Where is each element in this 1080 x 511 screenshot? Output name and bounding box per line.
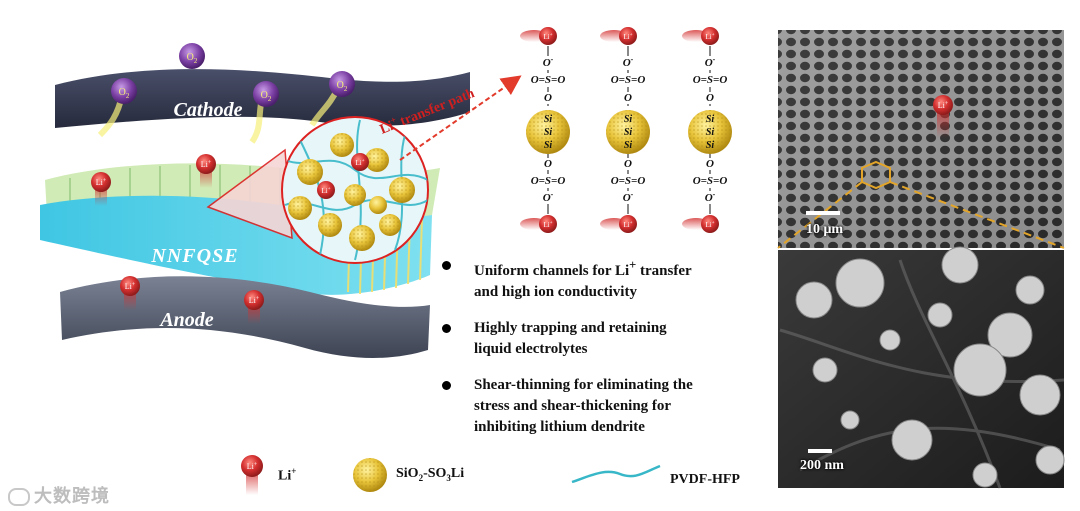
o2-molecules: O2 O2 O2 O2 — [97, 43, 355, 144]
li-ion-label: Li+ — [623, 33, 632, 41]
svg-text:Li+: Li+ — [201, 160, 212, 169]
li-ion-icon: Li+ — [244, 290, 264, 324]
oxygen-label: O — [544, 92, 552, 104]
silicon-label: Si — [544, 127, 553, 138]
o2-icon: O2 — [111, 78, 137, 104]
li-ion-icon: Li+ — [91, 172, 111, 206]
feature-list: Uniform channels for Li+ transfer and hi… — [440, 255, 780, 453]
anode-label: Anode — [158, 309, 213, 331]
silicon-label: Si — [624, 140, 633, 151]
o-minus-label: O- — [705, 55, 716, 69]
sulfonate-label: O=S=O — [531, 74, 566, 86]
anode-plate — [60, 276, 430, 358]
legend-li-icon: Li+ — [241, 455, 263, 495]
oxygen-label: O — [544, 158, 552, 170]
o-minus-label: O- — [623, 55, 634, 69]
svg-text:Li+: Li+ — [938, 101, 949, 110]
li-ion-icon — [619, 215, 637, 233]
svg-text:Li+: Li+ — [249, 296, 260, 305]
feature-item: Highly trapping and retaining liquid ele… — [440, 318, 780, 360]
li-ion-icon: Li+ — [317, 181, 335, 199]
silicon-label: Si — [544, 114, 553, 125]
feature-item: Shear-thinning for eliminating the stres… — [440, 375, 780, 438]
li-ion-icon — [539, 27, 557, 45]
o2-icon: O2 — [253, 81, 279, 107]
legend-pvdf-label: PVDF-HFP — [670, 472, 740, 487]
sem-bottom-scale-label: 200 nm — [800, 458, 844, 473]
legend-sio2-icon — [353, 458, 387, 492]
sio2-texture — [526, 110, 570, 154]
oxygen-label: O — [706, 92, 714, 104]
watermark-logo: 大数跨境 — [8, 482, 110, 508]
scale-bar-top — [806, 211, 840, 215]
li-ion-label: Li+ — [543, 33, 552, 41]
sem-top-scale-label: 10 μm — [806, 222, 844, 237]
svg-text:Li+: Li+ — [247, 462, 258, 471]
sulfonate-label: O=S=O — [531, 175, 566, 187]
li-ions: Li+ Li+ Li+ Li+ — [91, 154, 264, 324]
li-ion-icon: Li+ — [196, 154, 216, 188]
pore-highlight — [861, 160, 891, 190]
bullet-icon — [442, 261, 451, 270]
li-ion-icon: Li+ — [933, 95, 953, 138]
sio2-texture — [688, 110, 732, 154]
legend-pvdf-icon — [571, 464, 661, 484]
o-minus-label: O- — [543, 55, 554, 69]
oxygen-label: O — [624, 158, 632, 170]
silicon-label: Si — [624, 127, 633, 138]
sio2-texture — [606, 110, 650, 154]
li-ion-icon — [539, 215, 557, 233]
silicon-label: Si — [544, 140, 553, 151]
li-ion-icon — [701, 215, 719, 233]
watermark-icon — [8, 488, 30, 507]
li-ion-icon: Li+ — [120, 276, 140, 310]
feature-item: Uniform channels for Li+ transfer and hi… — [440, 255, 780, 303]
li-ion-label: Li+ — [623, 221, 632, 229]
li-ion-label: Li+ — [705, 33, 714, 41]
svg-text:O2: O2 — [119, 87, 130, 100]
scale-bar-bottom — [808, 449, 832, 453]
bullet-icon — [442, 324, 451, 333]
svg-text:Li+: Li+ — [321, 187, 330, 195]
svg-text:O2: O2 — [337, 80, 348, 93]
bullet-icon — [442, 381, 451, 390]
o2-icon: O2 — [179, 43, 205, 69]
svg-text:Li+: Li+ — [96, 178, 107, 187]
silicon-label: Si — [706, 140, 715, 151]
magnified-view: Li+ Li+ — [281, 116, 429, 264]
sio2-particles — [288, 133, 415, 251]
sulfonate-label: O=S=O — [693, 175, 728, 187]
legend-li-label: Li+ — [278, 466, 297, 484]
svg-text:Li+: Li+ — [125, 282, 136, 291]
li-ion-label: Li+ — [543, 221, 552, 229]
svg-text:O2: O2 — [261, 90, 272, 103]
cathode-label: Cathode — [174, 99, 243, 121]
sem-spheres — [795, 246, 1065, 488]
oxygen-label: O — [624, 92, 632, 104]
li-ion-icon — [701, 27, 719, 45]
oxygen-label: O — [706, 158, 714, 170]
li-ion-icon — [619, 27, 637, 45]
sem-image-bottom — [778, 246, 1065, 489]
li-ion-icon: Li+ — [351, 153, 369, 171]
sulfonate-label: O=S=O — [693, 74, 728, 86]
o-minus-label: O- — [623, 190, 634, 204]
svg-text:O2: O2 — [187, 52, 198, 65]
svg-text:Li+: Li+ — [355, 159, 364, 167]
legend-sio2-label: SiO2-SO3Li — [396, 466, 465, 483]
o2-icon: O2 — [329, 71, 355, 97]
molecular-chains: Li+O-O=S=OOSiSiSiOO=S=OO-Li+Li+O-O=S=OOS… — [520, 27, 732, 233]
sulfonate-label: O=S=O — [611, 175, 646, 187]
o-minus-label: O- — [543, 190, 554, 204]
sulfonate-label: O=S=O — [611, 74, 646, 86]
silicon-label: Si — [706, 127, 715, 138]
electrolyte-label: NNFQSE — [150, 245, 238, 267]
transfer-path-arrow — [399, 75, 522, 161]
li-ion-label: Li+ — [705, 221, 714, 229]
silicon-label: Si — [624, 114, 633, 125]
sem-image-top: Li+ — [777, 30, 1065, 249]
silicon-label: Si — [706, 114, 715, 125]
o-minus-label: O- — [705, 190, 716, 204]
